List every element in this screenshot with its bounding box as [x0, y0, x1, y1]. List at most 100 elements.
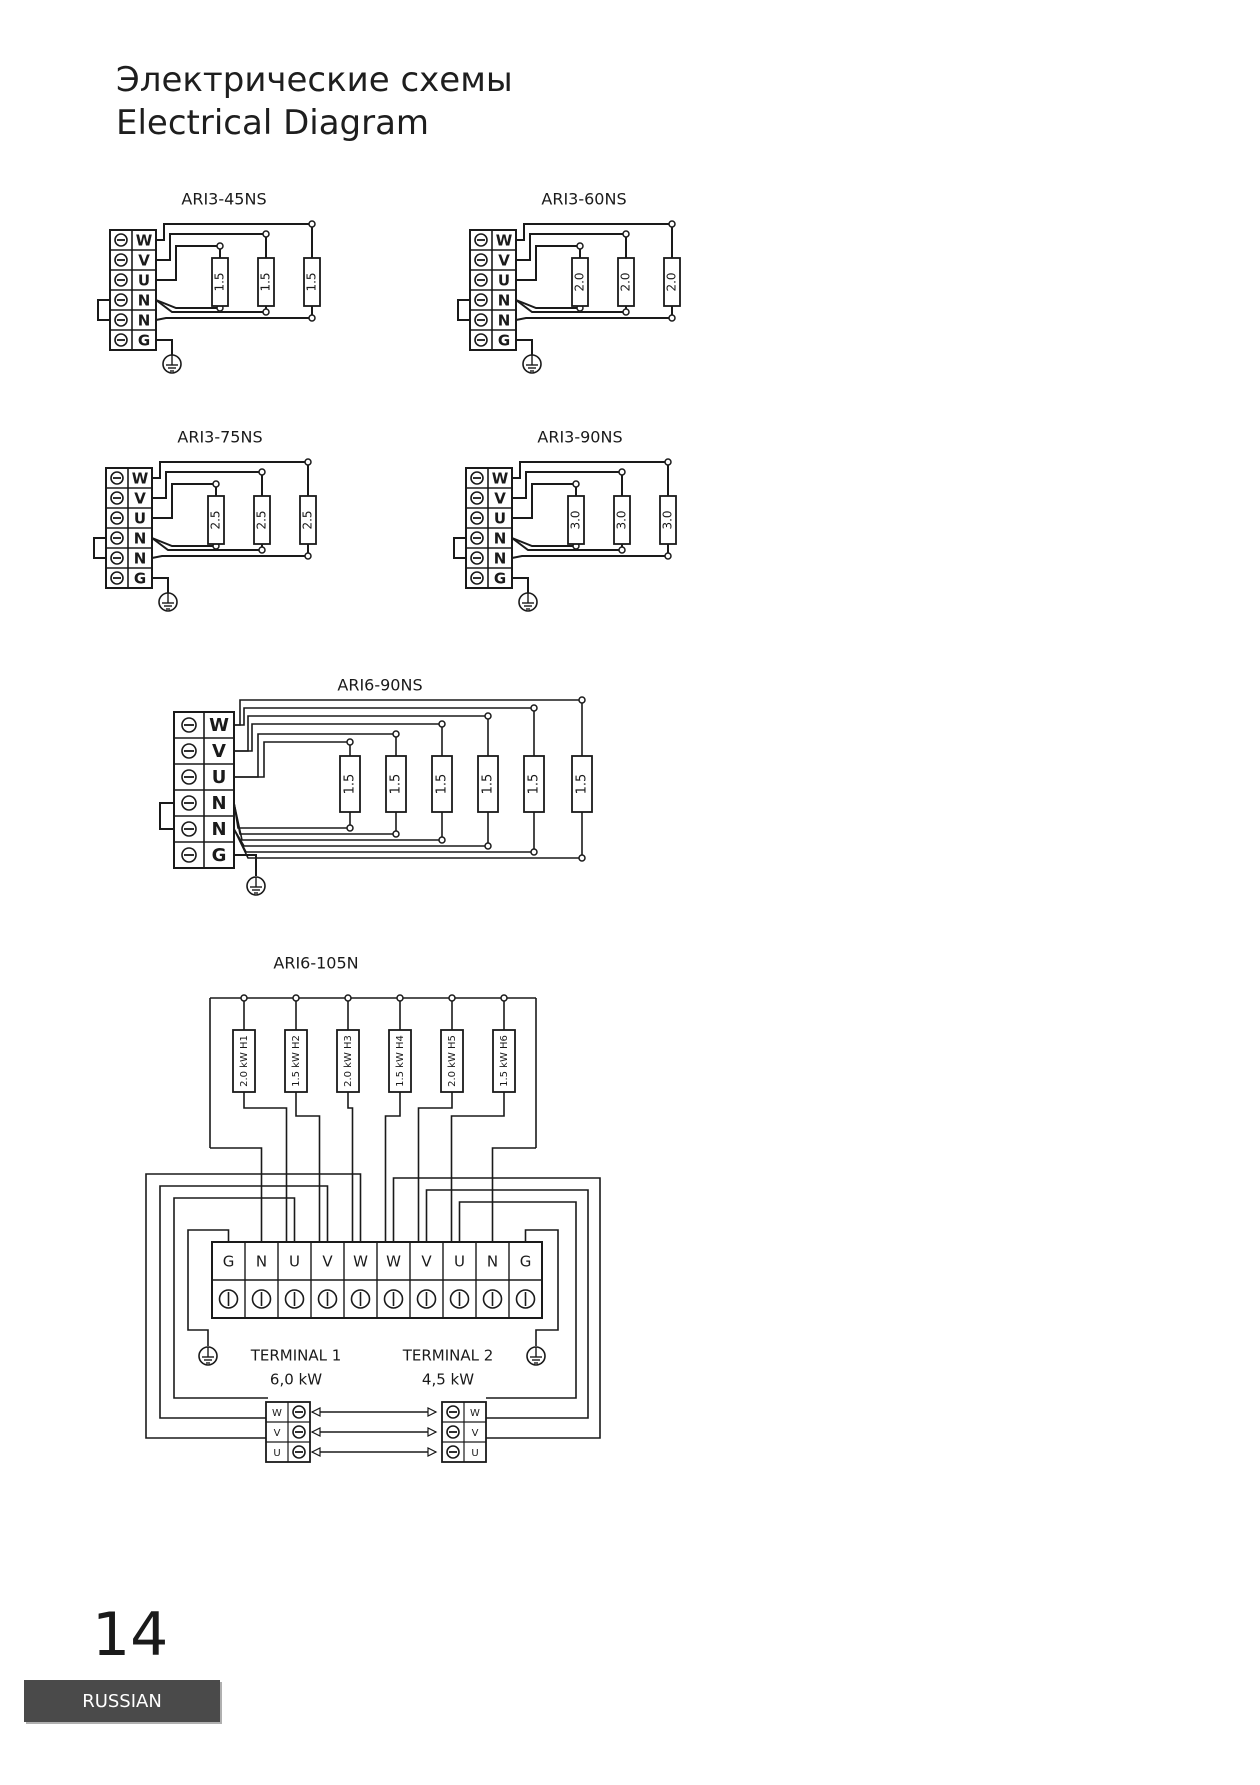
heater-label: 2.5: [255, 510, 269, 529]
page-title-en: Electrical Diagram: [116, 103, 430, 143]
terminal-u: U: [498, 272, 510, 290]
junction: [346, 738, 354, 746]
screw-icon: [181, 769, 197, 785]
terminal-w: W: [353, 1253, 368, 1271]
screw-icon: [446, 1445, 460, 1459]
junction: [262, 230, 270, 238]
heater-label: 3.0: [569, 510, 583, 529]
terminal1-name: TERMINAL 1: [250, 1347, 342, 1365]
heater-label: 2.0 kW H1: [239, 1035, 250, 1087]
screw-icon: [110, 471, 124, 485]
heater-element: 2.5: [299, 495, 317, 545]
ground-icon: [522, 354, 542, 374]
link-v: V: [274, 1428, 281, 1439]
wire: [97, 299, 110, 321]
heater-element: 2.0 kW H5: [440, 1029, 464, 1093]
wire: [234, 733, 397, 778]
terminal-u: U: [494, 510, 506, 528]
wire: [512, 461, 669, 496]
terminal-g: G: [498, 332, 510, 350]
terminal-u: U: [289, 1253, 300, 1271]
terminal-v: V: [421, 1253, 432, 1271]
terminal-v: V: [494, 490, 506, 508]
wire: [233, 802, 397, 835]
wire: [347, 1092, 354, 1242]
wire: [187, 1229, 230, 1346]
junction: [530, 704, 538, 712]
wire: [234, 854, 257, 876]
wire: [159, 802, 174, 830]
arrow-left-icon: [310, 1407, 321, 1417]
wire: [512, 471, 623, 499]
junction: [396, 994, 404, 1002]
terminal-n: N: [134, 550, 147, 568]
screw-icon: [110, 551, 124, 565]
heater-label: 1.5: [575, 774, 590, 795]
terminal-w: W: [209, 715, 229, 736]
junction: [308, 220, 316, 228]
wire: [151, 544, 309, 559]
junction: [572, 480, 580, 488]
terminal-n: N: [211, 793, 226, 814]
terminal-g: G: [223, 1253, 235, 1271]
screw-icon: [181, 743, 197, 759]
terminal-w: W: [496, 232, 513, 250]
wire: [524, 1229, 559, 1346]
wire: [450, 1092, 505, 1242]
junction: [530, 848, 538, 856]
wire: [152, 471, 263, 499]
wire: [384, 1092, 401, 1242]
terminal2-name: TERMINAL 2: [402, 1347, 494, 1365]
link-u: U: [471, 1448, 478, 1459]
screw-icon: [292, 1445, 306, 1459]
junction: [304, 552, 312, 560]
screw-icon: [482, 1289, 503, 1309]
heater-label: 2.0: [619, 272, 633, 291]
wire: [516, 223, 673, 258]
heater-element: 2.0: [571, 257, 589, 307]
screw-icon: [474, 273, 488, 287]
wire: [234, 715, 489, 756]
junction: [438, 720, 446, 728]
heater-element: 2.0: [617, 257, 635, 307]
wire: [152, 483, 217, 519]
ground-icon: [526, 1346, 546, 1366]
junction: [484, 842, 492, 850]
wire: [515, 306, 673, 321]
heater-label: 1.5 kW H2: [291, 1035, 302, 1087]
arrow-left-icon: [310, 1447, 321, 1457]
screw-icon: [470, 471, 484, 485]
terminal-n: N: [494, 550, 507, 568]
terminal-w: W: [136, 232, 153, 250]
screw-icon: [114, 293, 128, 307]
terminal2-power: 4,5 kW: [422, 1371, 474, 1389]
screw-icon: [218, 1289, 239, 1309]
screw-icon: [114, 333, 128, 347]
heater-label: 1.5 kW H4: [395, 1035, 406, 1087]
terminal-g: G: [134, 570, 146, 588]
heater-element: 2.5: [253, 495, 271, 545]
heater-element: 1.5 kW H2: [284, 1029, 308, 1093]
diagram-model-label: ARI3-75NS: [177, 428, 262, 447]
heater-label: 1.5: [259, 272, 273, 291]
screw-icon: [114, 233, 128, 247]
screw-icon: [470, 551, 484, 565]
terminal-n: N: [211, 819, 226, 840]
arrow-right-icon: [427, 1407, 438, 1417]
heater-element: 2.0: [663, 257, 681, 307]
junction: [622, 230, 630, 238]
wire: [145, 1173, 362, 1439]
screw-icon: [181, 821, 197, 837]
terminal-n: N: [138, 292, 151, 310]
heater-element: 1.5: [477, 755, 499, 813]
junction: [668, 314, 676, 322]
diagram-model-label: ARI6-90NS: [337, 676, 422, 695]
diagram-model-label: ARI6-105N: [273, 954, 358, 973]
screw-icon: [110, 531, 124, 545]
heater-element: 1.5: [257, 257, 275, 307]
screw-icon: [292, 1425, 306, 1439]
junction: [664, 552, 672, 560]
